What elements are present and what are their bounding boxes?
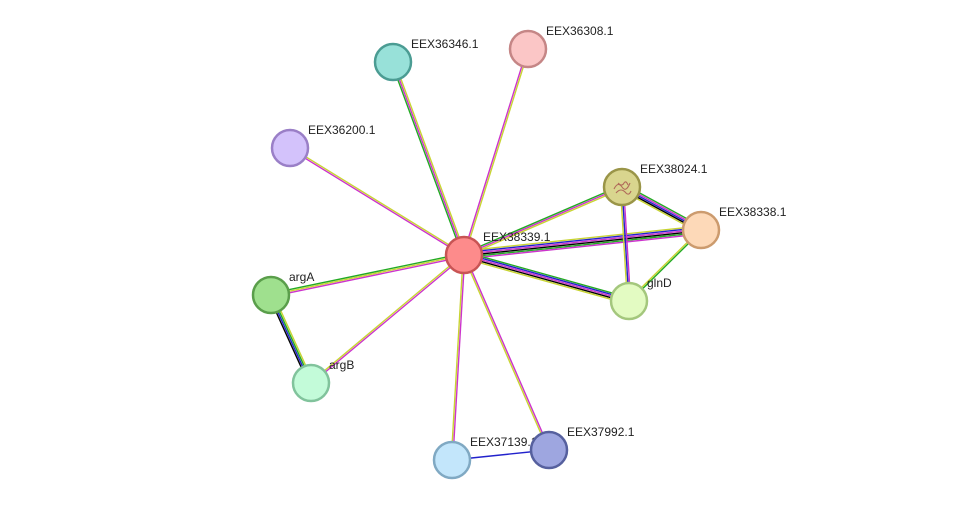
edge-evidence-line [462,255,549,451]
node-EEX36308.1[interactable]: EEX36308.1 [508,24,614,69]
edge-evidence-line [270,252,464,295]
node-circle[interactable] [270,128,310,168]
edge-evidence-line [463,255,629,304]
edge-evidence-line [462,48,528,255]
edge-evidence-line [310,253,464,383]
edge-evidence-line [271,255,465,298]
edge-EEX38339.1-EEX36308.1[interactable] [462,48,530,256]
node-glnD[interactable]: glnD [609,276,672,321]
node-EEX38024.1[interactable]: EEX38024.1 [602,162,708,207]
node-circle[interactable] [609,281,649,321]
node-label: EEX36346.1 [411,37,479,51]
edge-evidence-line [464,254,551,450]
node-circle[interactable] [291,363,331,403]
node-label: EEX36200.1 [308,123,376,137]
edge-evidence-line [390,62,464,256]
edge-evidence-line [270,254,465,296]
edge-EEX38339.1-glnD[interactable] [462,251,631,305]
edge-evidence-line [464,252,630,301]
node-EEX38338.1[interactable]: EEX38338.1 [681,205,787,250]
edge-evidence-line [464,187,623,258]
edge-evidence-line [464,231,702,259]
node-EEX36346.1[interactable]: EEX36346.1 [373,37,479,82]
edge-evidence-line [463,186,623,256]
node-label: argB [329,358,354,372]
edge-evidence-line [392,61,465,256]
node-label: EEX37139.1 [470,435,538,449]
edge-evidence-line [462,257,629,305]
node-circle[interactable] [681,210,721,250]
node-circle[interactable] [444,235,484,275]
edge-evidence-line [311,255,465,385]
node-circle[interactable] [432,440,472,480]
node-label: EEX38024.1 [640,162,708,176]
node-argB[interactable]: argB [291,358,354,403]
edge-evidence-line [450,254,464,460]
edge-EEX38339.1-EEX36200.1[interactable] [289,146,465,257]
edge-evidence-line [463,225,701,252]
edge-EEX38339.1-argA[interactable] [270,252,465,298]
edge-EEX38339.1-EEX37139.1[interactable] [450,254,466,461]
edge-evidence-line [464,251,631,299]
edge-EEX38339.1-EEX37992.1[interactable] [462,254,551,451]
edge-EEX38339.1-argB[interactable] [310,253,465,385]
node-label: glnD [647,276,672,290]
edge-evidence-line [290,146,465,255]
node-label: EEX36308.1 [546,24,614,38]
edge-evidence-line [289,148,464,257]
edge-evidence-line [393,61,467,255]
node-label: EEX38339.1 [483,230,551,244]
node-EEX37992.1[interactable]: EEX37992.1 [529,425,635,470]
edge-EEX38339.1-EEX38338.1[interactable] [463,225,702,260]
edge-EEX38339.1-EEX36346.1[interactable] [390,61,467,256]
node-EEX38339.1[interactable]: EEX38339.1 [444,230,551,275]
edge-evidence-line [464,233,702,260]
edges-layer [268,48,703,461]
edge-evidence-line [452,255,466,461]
node-EEX37139.1[interactable]: EEX37139.1 [432,435,538,480]
node-label: argA [289,270,314,284]
node-circle[interactable] [508,29,548,69]
edge-evidence-line [463,254,630,302]
node-argA[interactable]: argA [251,270,314,315]
node-label: EEX38338.1 [719,205,787,219]
protein-structure-icon [613,181,632,195]
node-circle[interactable] [373,42,413,82]
edge-evidence-line [464,230,702,257]
node-label: EEX37992.1 [567,425,635,439]
edge-evidence-line [464,49,530,256]
nodes-layer: EEX38339.1 EEX36346.1 EEX36308.1EEX36200.1… [251,24,787,480]
node-EEX36200.1[interactable]: EEX36200.1 [270,123,376,168]
edge-evidence-line [463,184,622,255]
edge-EEX38339.1-EEX38024.1[interactable] [463,184,623,258]
edge-evidence-line [463,228,701,255]
edge-evidence-line [463,226,701,254]
node-circle[interactable] [251,275,291,315]
node-circle[interactable] [529,430,569,470]
